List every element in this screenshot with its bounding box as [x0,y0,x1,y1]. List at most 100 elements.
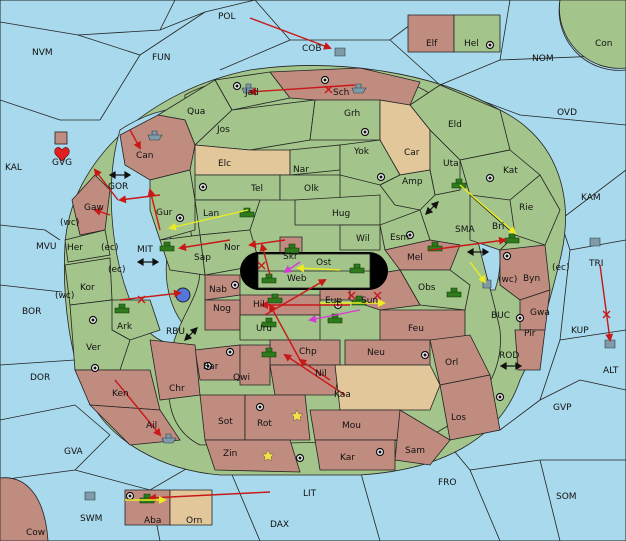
label-nab: Nab [209,285,227,295]
label-ver: Ver [86,343,101,353]
label-kor: Kor [80,283,95,293]
province-kar[interactable] [314,439,396,471]
label-rbu: RBU [166,327,185,337]
label-tri: TRI [588,259,603,269]
province-sam[interactable] [394,409,451,466]
label-lan: Lan [203,209,219,219]
province-los[interactable] [439,374,501,441]
label-car: Car [404,148,420,158]
label-gvg: GVG [52,158,72,168]
label-kup: KUP [571,326,589,336]
label-gva: GVA [64,447,84,457]
label-byn: Byn [523,274,540,284]
label-zin: Zin [223,449,237,459]
label-her: Her [67,243,83,253]
label-kam: KAM [581,193,601,203]
coast-tag-kor-wc: (wc) [55,291,74,301]
label-gor: GOR [108,182,128,192]
province-amp[interactable] [379,169,436,211]
label-mou: Mou [342,421,361,431]
land-labels: Elf Hel Jad Sch Qua Jos Grh Eld Can Elc … [67,39,550,526]
label-can: Can [136,151,154,161]
label-pir: Pir [524,329,536,339]
order-arrows [93,17,614,504]
label-esm: Esm [390,233,409,243]
province-neu[interactable] [344,339,431,366]
label-ost: Ost [316,258,332,268]
province-gaw[interactable] [71,174,111,236]
label-kal: KAL [5,163,22,173]
province-con[interactable] [559,0,626,69]
label-dor: DOR [30,373,50,383]
label-nar: Nar [293,165,309,175]
label-ovd: OVD [557,108,577,118]
label-gwa: Gwa [530,308,550,318]
heart-marker [54,147,70,162]
province-nil[interactable] [269,364,341,396]
label-gur: Gur [156,208,173,218]
failed-move-marks [137,85,611,319]
label-nog: Nog [213,304,231,314]
coast-labels: (wc) (ec) (ec) (wc) (wc) (ec) [55,218,570,301]
province-her[interactable] [64,229,111,263]
label-sch: Sch [333,88,349,98]
army-units [114,178,520,504]
star-marker-rot [290,409,304,422]
label-nvm: NVM [32,48,53,58]
label-eup: Eup [325,296,342,306]
label-wil: Wil [356,234,370,244]
label-eld: Eld [448,120,462,130]
province-tel[interactable] [194,174,281,201]
label-los: Los [451,413,466,423]
label-rot: Rot [257,419,272,429]
province-grh[interactable] [309,99,381,141]
blue-supply-marker [175,287,191,303]
label-hug: Hug [332,209,350,219]
label-nil: Nil [315,369,327,379]
coast-tag-gaw-wc: (wc) [60,218,79,228]
label-bor: BOR [22,307,41,317]
province-orn[interactable] [169,489,213,526]
label-bar: Bar [203,362,219,372]
label-rod: ROD [499,351,519,361]
label-qwi: Qwi [233,373,250,383]
label-orn: Orn [186,516,202,526]
label-cob: COB [302,44,322,54]
label-olk: Olk [304,184,320,194]
label-yok: Yok [353,147,370,157]
province-zin[interactable] [204,439,301,473]
supply-centers [88,40,525,501]
label-mvu: MVU [36,242,57,252]
province-wil[interactable] [339,224,381,251]
province-pir[interactable] [514,329,546,371]
province-uta[interactable] [429,129,461,196]
label-sam: Sam [405,446,425,456]
label-som: SOM [556,492,577,502]
label-grh: Grh [344,109,360,119]
province-uru[interactable] [239,314,321,341]
label-alt: ALT [603,366,619,376]
label-buc: BUC [491,311,510,321]
label-sot: Sot [218,417,233,427]
coast-tag-byn-wc: (wc) [498,275,517,285]
label-sun: Sun [361,296,378,306]
label-nor: Nor [224,243,240,253]
province-gur[interactable] [149,169,196,241]
label-hel: Hel [464,39,479,49]
label-uta: Uta [443,159,459,169]
gvg-box [54,131,68,145]
label-fro: FRO [438,478,457,488]
label-gvp: GVP [553,403,572,413]
province-kaa[interactable] [334,364,441,411]
label-aba: Aba [144,516,161,526]
province-can[interactable] [119,114,196,181]
label-hil: Hil [253,300,265,310]
label-dax: DAX [270,520,289,530]
label-qua: Qua [187,107,205,117]
label-feu: Feu [408,324,424,334]
label-kaa: Kaa [334,390,351,400]
label-tel: Tel [250,184,263,194]
label-uru: Uru [256,324,272,334]
label-lit: LIT [303,489,317,499]
